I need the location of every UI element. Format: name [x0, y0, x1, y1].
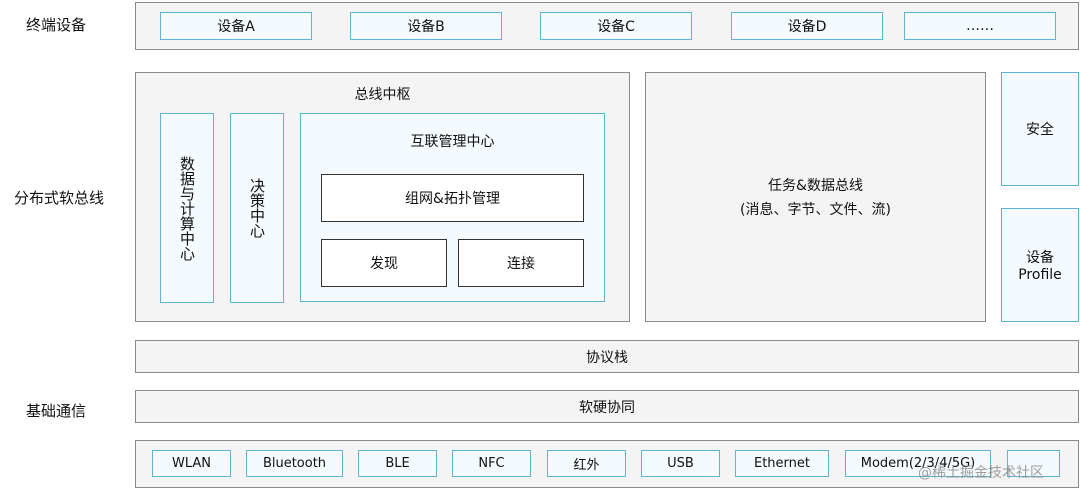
decision-center-box: 决策中心: [230, 113, 284, 303]
security-box: 安全: [1001, 72, 1079, 186]
device-profile-line2: Profile: [1018, 267, 1062, 283]
device-profile-box: 设备 Profile: [1001, 208, 1079, 322]
device-b-box: 设备B: [350, 12, 502, 40]
networking-topology-box: 组网&拓扑管理: [321, 174, 584, 222]
layer-label-terminal: 终端设备: [26, 16, 87, 34]
comm-usb: USB: [641, 450, 720, 477]
comm-modem: Modem(2/3/4/5G): [845, 450, 991, 477]
data-compute-center-box: 数据与计算中心: [160, 113, 214, 303]
layer-label-basic: 基础通信: [26, 402, 87, 420]
device-profile-line1: 设备: [1026, 250, 1054, 266]
decision-center-label: 决策中心: [248, 178, 266, 238]
comm-more: [1007, 450, 1060, 477]
hw-sw-collaboration-bar: 软硬协同: [135, 390, 1079, 423]
connection-box: 连接: [458, 239, 584, 287]
watermark-text: @稀土掘金技术社区: [918, 465, 1044, 481]
discovery-box: 发现: [321, 239, 447, 287]
protocol-stack-bar: 协议栈: [135, 340, 1079, 373]
comm-infrared: 红外: [547, 450, 626, 477]
comm-ble: BLE: [358, 450, 437, 477]
data-compute-center-label: 数据与计算中心: [178, 155, 196, 261]
task-data-bus-subtitle: (消息、字节、文件、流): [740, 202, 891, 218]
device-d-box: 设备D: [731, 12, 883, 40]
layer-label-softbus: 分布式软总线: [14, 189, 105, 207]
device-c-box: 设备C: [540, 12, 692, 40]
comm-nfc: NFC: [452, 450, 531, 477]
comm-bluetooth: Bluetooth: [246, 450, 343, 477]
task-data-bus-title: 任务&数据总线: [768, 178, 863, 194]
comm-ethernet: Ethernet: [735, 450, 829, 477]
interconnect-center-title: 互联管理中心: [410, 134, 495, 150]
device-a-box: 设备A: [160, 12, 312, 40]
bus-center-title: 总线中枢: [354, 87, 411, 103]
device-more-box: ……: [904, 12, 1056, 40]
task-data-bus-box: 任务&数据总线 (消息、字节、文件、流): [645, 72, 986, 322]
comm-wlan: WLAN: [152, 450, 231, 477]
